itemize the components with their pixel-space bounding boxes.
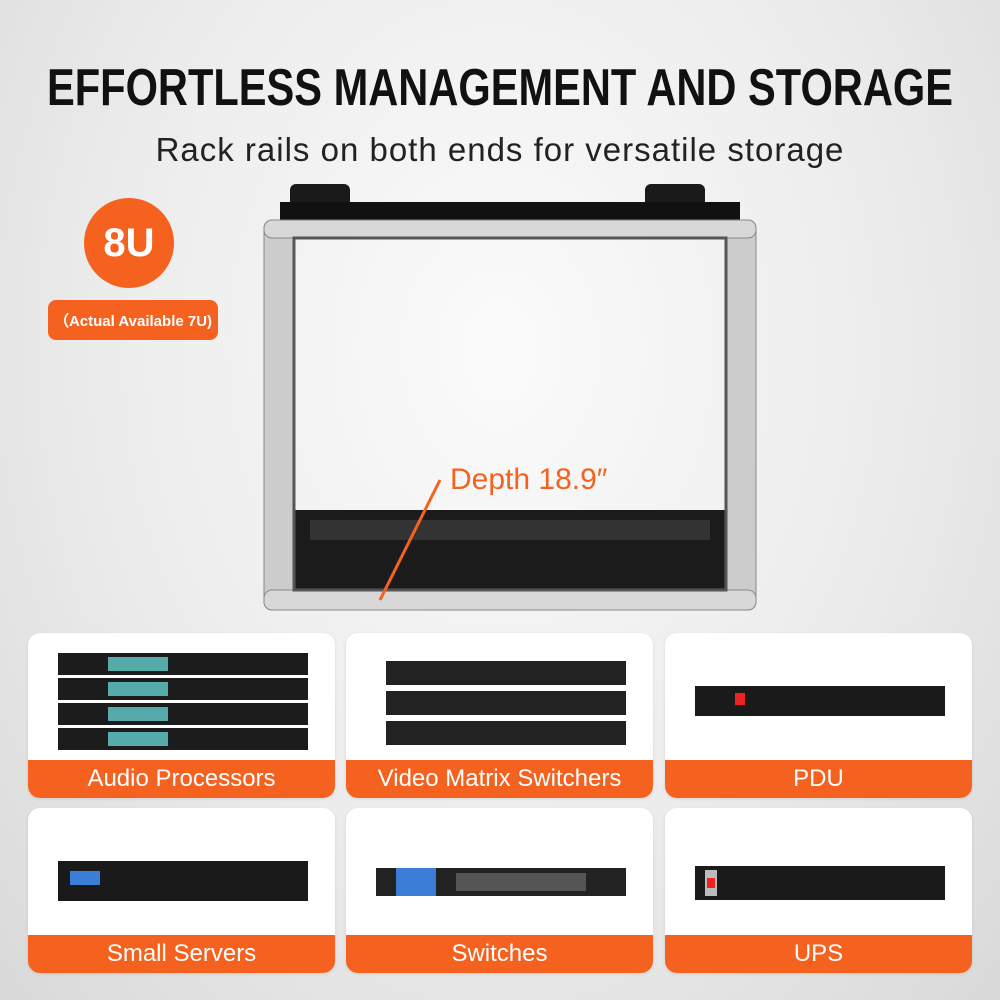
card-label: UPS [665, 935, 972, 973]
depth-label: Depth 18.9″ [450, 463, 608, 496]
card-audio-processors: Audio Processors [28, 633, 335, 798]
ups-image [695, 866, 945, 900]
card-switches: Switches [346, 808, 653, 973]
audio-processor-image [58, 653, 308, 750]
switch-image [376, 868, 626, 896]
server-image [58, 861, 308, 901]
card-label: Switches [346, 935, 653, 973]
pdu-image [695, 686, 945, 716]
video-matrix-image [386, 661, 626, 745]
rack-size-badge: 8U [84, 198, 174, 288]
card-ups: UPS [665, 808, 972, 973]
card-label: Video Matrix Switchers [346, 760, 653, 798]
page-subtitle: Rack rails on both ends for versatile st… [155, 131, 845, 168]
card-pdu: PDU [665, 633, 972, 798]
rack-case-image [263, 184, 757, 611]
card-video-matrix-switchers: Video Matrix Switchers [346, 633, 653, 798]
page-title: EFFORTLESS MANAGEMENT AND STORAGE [47, 59, 953, 117]
available-units-note: （Actual Available 7U) [48, 300, 218, 340]
card-small-servers: Small Servers [28, 808, 335, 973]
card-label: PDU [665, 760, 972, 798]
card-label: Small Servers [28, 935, 335, 973]
card-label: Audio Processors [28, 760, 335, 798]
